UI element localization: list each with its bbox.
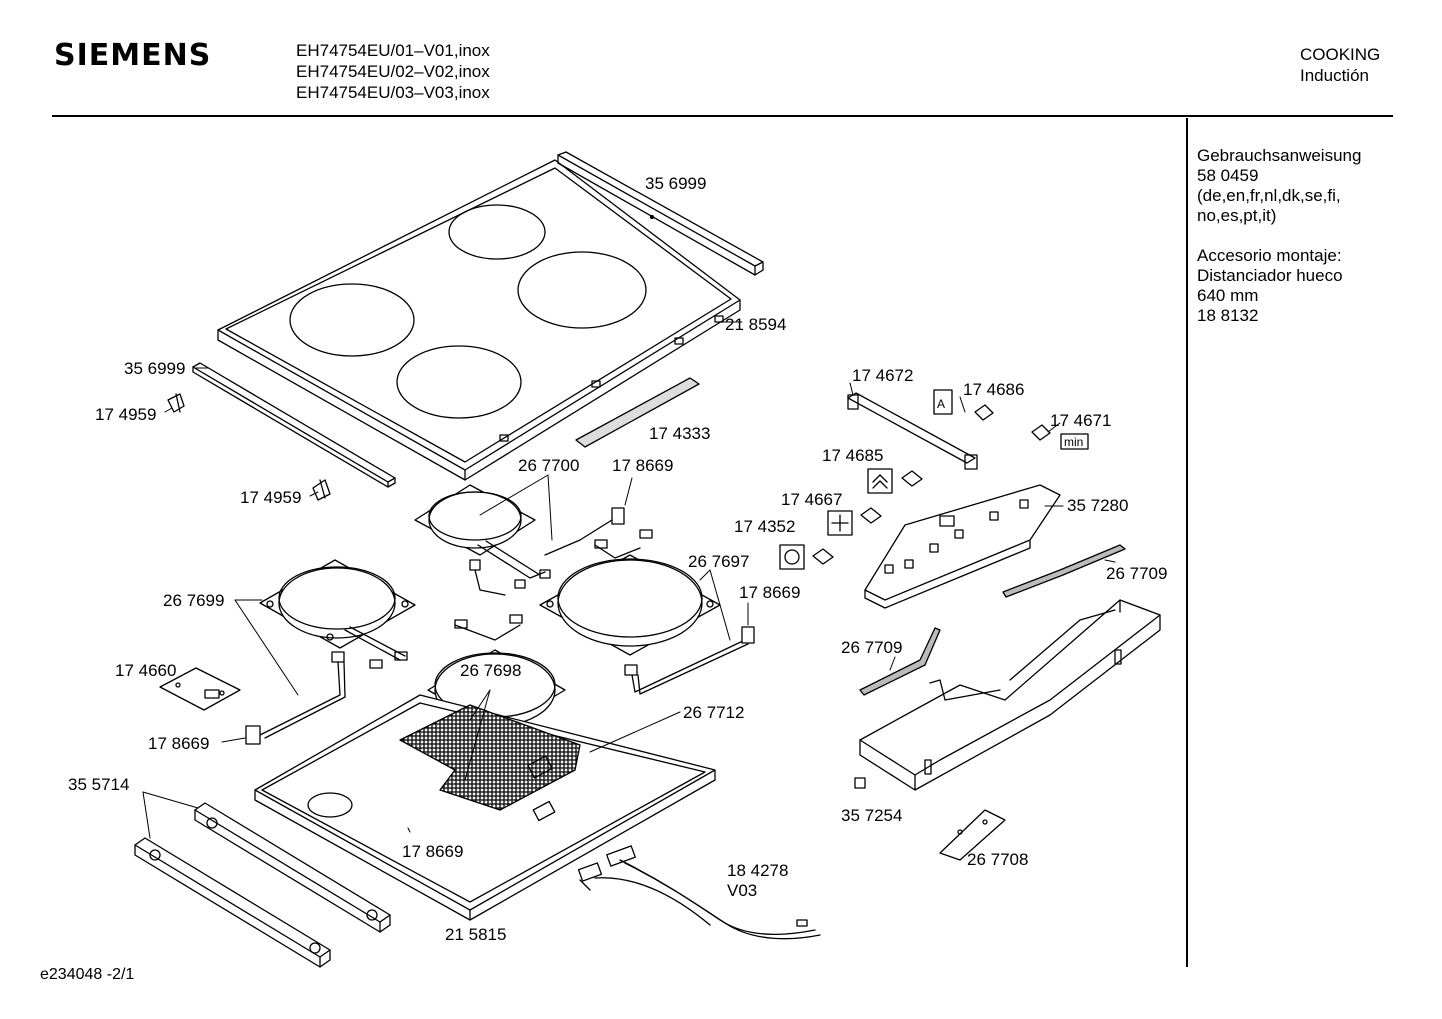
switch-cap-174685 bbox=[901, 470, 923, 487]
drawing-code: e234048 -2/1 bbox=[40, 966, 135, 983]
auto-symbol-text: A bbox=[937, 397, 945, 411]
part-label: 17 4685 bbox=[822, 446, 883, 465]
part-label: 17 8669 bbox=[148, 734, 209, 753]
seal-strip-left bbox=[859, 627, 941, 696]
power-symbol-icon bbox=[779, 544, 805, 570]
part-label: 17 4333 bbox=[649, 424, 710, 443]
manual-note: Gebrauchsanweisung 58 0459 (de,en,fr,nl,… bbox=[1197, 146, 1361, 226]
booster-symbol-icon bbox=[867, 468, 893, 494]
part-label: 26 7699 bbox=[163, 591, 224, 610]
part-label: 17 4686 bbox=[963, 380, 1024, 399]
part-label: 35 6999 bbox=[124, 359, 185, 378]
part-label: 21 8594 bbox=[725, 315, 786, 334]
side-divider bbox=[1186, 118, 1188, 967]
gasket-strip bbox=[575, 377, 700, 448]
part-label: 17 4352 bbox=[734, 517, 795, 536]
model-line: EH74754EU/02–V02,inox bbox=[296, 62, 490, 81]
cooking-zone-front bbox=[396, 345, 522, 419]
cooking-zone-right bbox=[517, 251, 647, 329]
plus-symbol-icon bbox=[827, 510, 853, 536]
side-notes: Gebrauchsanweisung 58 0459 (de,en,fr,nl,… bbox=[1197, 146, 1361, 346]
part-label: 17 4672 bbox=[852, 366, 913, 385]
front-trim-strip bbox=[192, 362, 396, 488]
model-list: EH74754EU/01–V01,inox EH74754EU/02–V02,i… bbox=[296, 40, 490, 103]
part-label: V03 bbox=[727, 881, 757, 900]
header-divider bbox=[52, 115, 1393, 117]
part-label: 26 7708 bbox=[967, 850, 1028, 869]
induction-coil-small bbox=[414, 484, 551, 596]
part-label: 17 8669 bbox=[739, 583, 800, 602]
induction-coil-large bbox=[539, 529, 749, 695]
note-line: 18 8132 bbox=[1197, 306, 1259, 325]
note-line: Distanciador hueco bbox=[1197, 266, 1343, 285]
part-label: 35 7254 bbox=[841, 806, 902, 825]
part-label: 35 7280 bbox=[1067, 496, 1128, 515]
part-label: 18 4278 bbox=[727, 861, 788, 880]
connector-upper bbox=[544, 507, 625, 556]
note-line: Accesorio montaje: bbox=[1197, 246, 1342, 265]
seal-strip-right bbox=[1002, 544, 1126, 598]
category-title: COOKING bbox=[1300, 45, 1381, 64]
part-label: 17 4959 bbox=[240, 488, 301, 507]
note-line: 58 0459 bbox=[1197, 166, 1259, 185]
clip-lower bbox=[312, 479, 331, 501]
switch-cap-174671 bbox=[1031, 424, 1051, 441]
minus-symbol-text: min bbox=[1064, 435, 1083, 449]
bracket-plate bbox=[159, 667, 241, 711]
part-label: 35 5714 bbox=[68, 775, 129, 794]
category-subtitle: Inductión bbox=[1300, 66, 1369, 85]
control-board bbox=[864, 484, 1061, 609]
connector-left bbox=[245, 725, 261, 745]
accessory-note: Accesorio montaje: Distanciador hueco 64… bbox=[1197, 246, 1361, 326]
part-label: 26 7698 bbox=[460, 661, 521, 680]
cover-plate bbox=[939, 809, 1006, 861]
brand-logo: SIEMENS bbox=[54, 38, 212, 73]
connector-right bbox=[741, 626, 755, 644]
side-rail-front bbox=[134, 837, 331, 968]
induction-coil-left bbox=[259, 559, 416, 739]
part-label: 26 7712 bbox=[683, 703, 744, 722]
model-line: EH74754EU/03–V03,inox bbox=[296, 83, 490, 102]
note-line: no,es,pt,it) bbox=[1197, 206, 1277, 225]
part-label: 17 4671 bbox=[1050, 411, 1111, 430]
side-rail-rear bbox=[194, 802, 391, 933]
part-label: 17 8669 bbox=[402, 842, 463, 861]
part-label: 26 7700 bbox=[518, 456, 579, 475]
auto-symbol-icon bbox=[933, 389, 953, 415]
category-block: COOKING Inductión bbox=[1300, 44, 1380, 86]
part-label: 17 8669 bbox=[612, 456, 673, 475]
note-line: (de,en,fr,nl,dk,se,fi, bbox=[1197, 186, 1341, 205]
leader-lines bbox=[142, 321, 1116, 839]
part-label: 17 4660 bbox=[115, 661, 176, 680]
part-label: 26 7697 bbox=[688, 552, 749, 571]
part-label: 26 7709 bbox=[1106, 564, 1167, 583]
note-line: 640 mm bbox=[1197, 286, 1259, 305]
note-line: Gebrauchsanweisung bbox=[1197, 146, 1362, 165]
switch-cap-174667 bbox=[860, 507, 882, 524]
shield-insulation bbox=[399, 704, 581, 811]
part-label: 17 4667 bbox=[781, 490, 842, 509]
cooking-zone-left bbox=[289, 283, 415, 357]
switch-cap-174686 bbox=[974, 404, 994, 421]
model-line: EH74754EU/01–V01,inox bbox=[296, 41, 490, 60]
minus-symbol-icon bbox=[1060, 433, 1089, 450]
cooking-zone-small bbox=[448, 204, 546, 260]
glass-cooktop bbox=[217, 159, 741, 481]
part-label: 35 6999 bbox=[645, 174, 706, 193]
part-label: 17 4959 bbox=[95, 405, 156, 424]
part-label: 26 7709 bbox=[841, 638, 902, 657]
control-housing bbox=[854, 599, 1161, 791]
rear-trim-strip bbox=[557, 151, 764, 276]
switch-cap-174352 bbox=[812, 548, 834, 565]
part-label: 21 5815 bbox=[445, 925, 506, 944]
cable-harness bbox=[577, 845, 821, 940]
part-labels: 35 6999 21 8594 35 6999 17 4959 17 4333 … bbox=[68, 174, 1167, 944]
